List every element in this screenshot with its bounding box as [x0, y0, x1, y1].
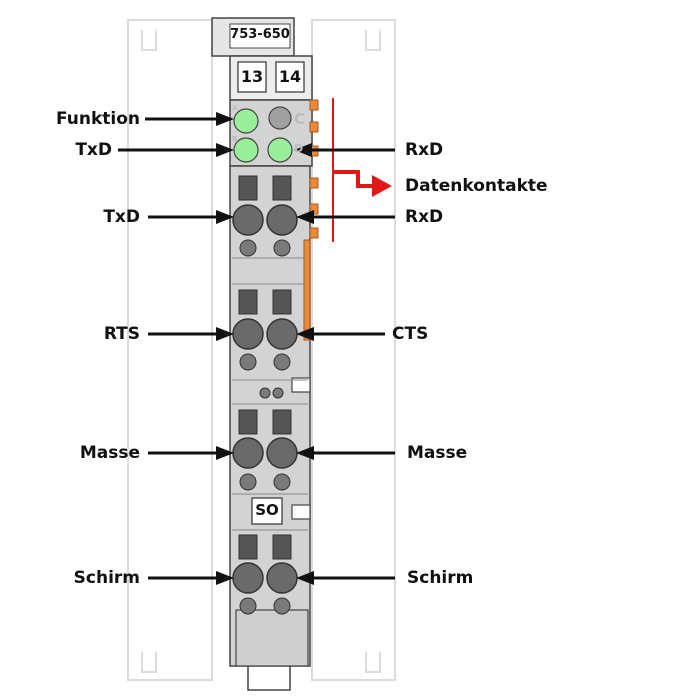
side-notch [291, 377, 311, 393]
clamp-opening [266, 204, 298, 236]
led-d-green [267, 137, 293, 163]
release-slot [238, 289, 258, 315]
clamp-opening [266, 437, 298, 469]
led-mark-b: B [232, 135, 238, 143]
label-datenkontakte: Datenkontakte [405, 176, 548, 196]
terminal-group-2 [232, 289, 298, 399]
side-notch-lower [291, 504, 311, 520]
module-label-strip [229, 23, 291, 49]
small-dot [272, 387, 284, 399]
clamp-opening [232, 437, 264, 469]
release-slot [238, 409, 258, 435]
terminal-number-13-box [237, 61, 267, 93]
terminal-number-14: 14 [278, 67, 302, 86]
led-mark-a: A [232, 104, 238, 112]
test-point [273, 239, 291, 257]
clamp-opening [232, 318, 264, 350]
terminal-group-1 [232, 175, 298, 257]
led-b-green [233, 137, 259, 163]
clamp-opening [266, 318, 298, 350]
label-funktion: Funktion [55, 109, 140, 129]
small-dot [259, 387, 271, 399]
label-masse-left: Masse [79, 443, 140, 463]
led-c-grey [268, 106, 292, 130]
release-slot [272, 534, 292, 560]
test-point [239, 597, 257, 615]
label-rxd: RxD [405, 207, 444, 227]
label-masse-right: Masse [407, 443, 468, 463]
section-dividers [232, 257, 308, 531]
data-contact-arrowhead [372, 175, 392, 197]
release-slot [238, 534, 258, 560]
label-schirm-right: Schirm [407, 568, 474, 588]
label-txd: TxD [103, 207, 140, 227]
led-a-green [233, 108, 259, 134]
right-arrows [294, 143, 395, 585]
terminal-number-13: 13 [240, 67, 264, 86]
led-letter-d: D [294, 142, 304, 155]
clamp-opening [232, 204, 264, 236]
clamp-opening [232, 562, 264, 594]
label-cts: CTS [392, 324, 429, 344]
terminal-group-3 [232, 409, 298, 525]
test-point [273, 597, 291, 615]
release-slot [238, 175, 258, 201]
release-slot [272, 175, 292, 201]
data-contact-arrow [333, 170, 376, 188]
test-point [239, 473, 257, 491]
test-point [239, 353, 257, 371]
release-slot [272, 409, 292, 435]
label-schirm-left: Schirm [73, 568, 140, 588]
test-point [239, 239, 257, 257]
test-point [273, 353, 291, 371]
led-letter-c: C [294, 110, 306, 128]
contact-strip [303, 239, 311, 341]
bottom-latch [247, 666, 291, 691]
neighbor-module-right-outline [311, 19, 396, 681]
test-point [273, 473, 291, 491]
so-tag-label: SO [255, 501, 279, 519]
clamp-opening [266, 562, 298, 594]
left-arrows [118, 112, 234, 585]
neighbor-module-left-outline [127, 19, 213, 681]
label-rxd-led: RxD [405, 140, 444, 160]
part-number-label: 753-650 [230, 27, 290, 42]
so-tag-box [251, 497, 283, 525]
label-rts: RTS [103, 324, 140, 344]
label-txd-led: TxD [75, 140, 112, 160]
module-bottom-foot [235, 609, 309, 667]
terminal-number-14-box [275, 61, 305, 93]
release-slot [272, 289, 292, 315]
